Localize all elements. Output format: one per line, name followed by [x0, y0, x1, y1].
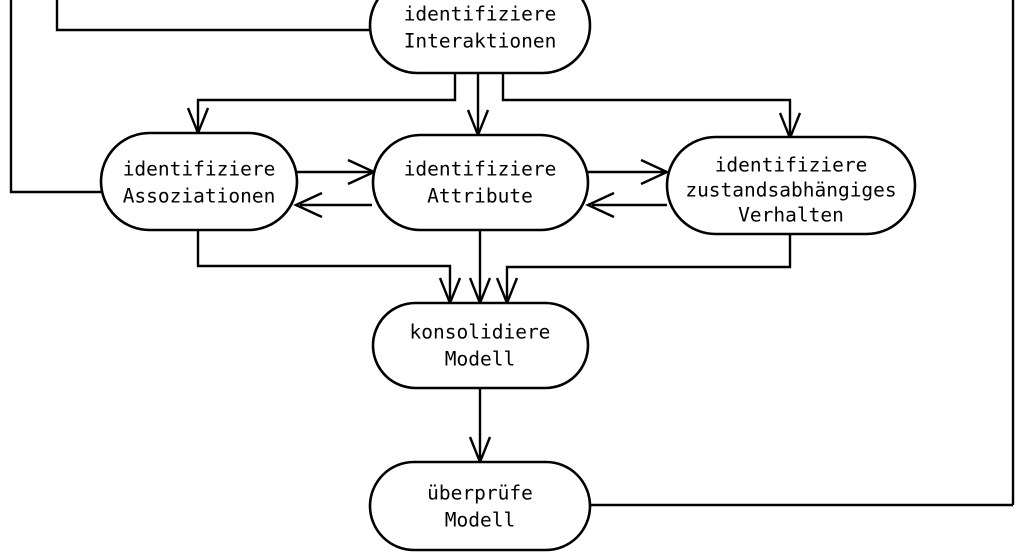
node-label-attribute-line1: identifiziere	[404, 158, 557, 181]
node-label-attribute-line2: Attribute	[427, 185, 533, 208]
edge-offpage-left-to-assoziationen	[9, 0, 101, 194]
edge-assoziationen-to-konsolidiere	[196, 230, 452, 301]
node-label-assoziationen-line1: identifiziere	[123, 158, 276, 181]
node-shape-interaktionen	[368, 0, 592, 75]
edge-interaktionen-to-assoziationen	[196, 73, 457, 131]
node-identifiziere-attribute[interactable]: identifiziere Attribute	[371, 133, 590, 232]
edge-interaktionen-to-verhalten	[501, 73, 792, 136]
edge-interaktionen-feedback-left	[55, 0, 370, 32]
node-ueberpruefe-modell[interactable]: überprüfe Modell	[368, 460, 592, 552]
node-label-verhalten-line1: identifiziere	[715, 154, 868, 177]
node-shape-verhalten	[665, 135, 917, 236]
node-shape-assoziationen	[99, 131, 299, 232]
node-label-verhalten-line3: Verhalten	[738, 204, 844, 227]
node-identifiziere-zustandsabhaengiges-verhalten[interactable]: identifiziere zustandsabhängiges Verhalt…	[665, 135, 917, 236]
node-label-ueberpruefe-line2: Modell	[445, 509, 515, 532]
edge-verhalten-to-konsolidiere	[505, 234, 792, 301]
node-label-ueberpruefe-line1: überprüfe	[427, 482, 533, 505]
node-label-interaktionen-line2: Interaktionen	[404, 30, 557, 53]
node-label-konsolidiere-line2: Modell	[445, 348, 515, 371]
arrowhead-verhalten-to-attribute	[585, 191, 615, 219]
arrowhead-attribute-to-verhalten	[640, 158, 670, 186]
node-konsolidiere-modell[interactable]: konsolidiere Modell	[371, 301, 590, 390]
node-label-verhalten-line2: zustandsabhängiges	[685, 179, 896, 202]
node-identifiziere-assoziationen[interactable]: identifiziere Assoziationen	[99, 131, 299, 232]
node-identifiziere-interaktionen[interactable]: identifiziere Interaktionen	[368, 0, 592, 75]
arrowhead-attribute-to-assoziationen	[293, 191, 323, 219]
node-label-assoziationen-line2: Assoziationen	[123, 185, 276, 208]
node-shape-konsolidiere	[371, 301, 590, 390]
node-label-konsolidiere-line1: konsolidiere	[410, 321, 551, 344]
node-shape-attribute	[371, 133, 590, 232]
node-label-interaktionen-line1: identifiziere	[404, 3, 557, 26]
node-shape-ueberpruefe	[368, 460, 592, 552]
